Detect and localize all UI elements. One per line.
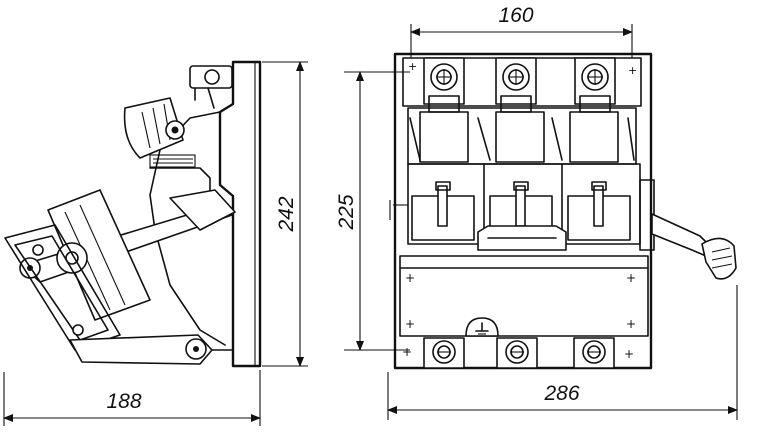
dim-label-188: 188 — [106, 390, 141, 413]
dim-front-width: 286 — [387, 285, 738, 420]
svg-text:+: + — [624, 347, 634, 361]
dim-front-height: 225 — [335, 71, 410, 351]
svg-text:+: + — [408, 60, 417, 73]
lower-panel: + + + + — [399, 255, 649, 337]
svg-text:+: + — [405, 271, 415, 285]
dim-label-225: 225 — [335, 194, 358, 230]
dim-label-286: 286 — [543, 382, 579, 405]
bottom-terminal-1 — [423, 337, 465, 369]
svg-text:+: + — [626, 271, 636, 285]
upper-knob — [123, 97, 185, 159]
operating-handle — [651, 213, 737, 280]
housing-outline — [149, 111, 226, 346]
top-terminal-3 — [574, 57, 616, 113]
bottom-bracket — [69, 334, 234, 365]
upper-contacts — [407, 107, 637, 165]
dim-side-width: 188 — [3, 370, 261, 426]
top-terminal-2 — [495, 57, 537, 113]
svg-text:+: + — [626, 317, 636, 331]
middle-section — [393, 163, 655, 251]
dim-label-242: 242 — [275, 196, 298, 232]
top-terminal-block: + + — [402, 57, 642, 113]
svg-text:+: + — [628, 64, 637, 77]
bottom-terminals: + + — [402, 337, 634, 369]
mounting-plate — [218, 60, 262, 368]
dim-label-160: 160 — [498, 4, 533, 27]
svg-text:+: + — [405, 317, 415, 331]
bottom-terminal-3 — [573, 337, 615, 369]
side-view: 242 188 — [3, 60, 308, 426]
blade-frame — [4, 224, 121, 351]
dim-front-top-width: 160 — [410, 4, 633, 58]
front-view: + + — [335, 4, 738, 420]
svg-text:+: + — [402, 345, 412, 359]
top-terminal-1 — [423, 57, 465, 113]
bottom-terminal-2 — [496, 337, 538, 369]
top-clamp — [189, 65, 233, 109]
dim-side-height: 242 — [262, 61, 308, 367]
